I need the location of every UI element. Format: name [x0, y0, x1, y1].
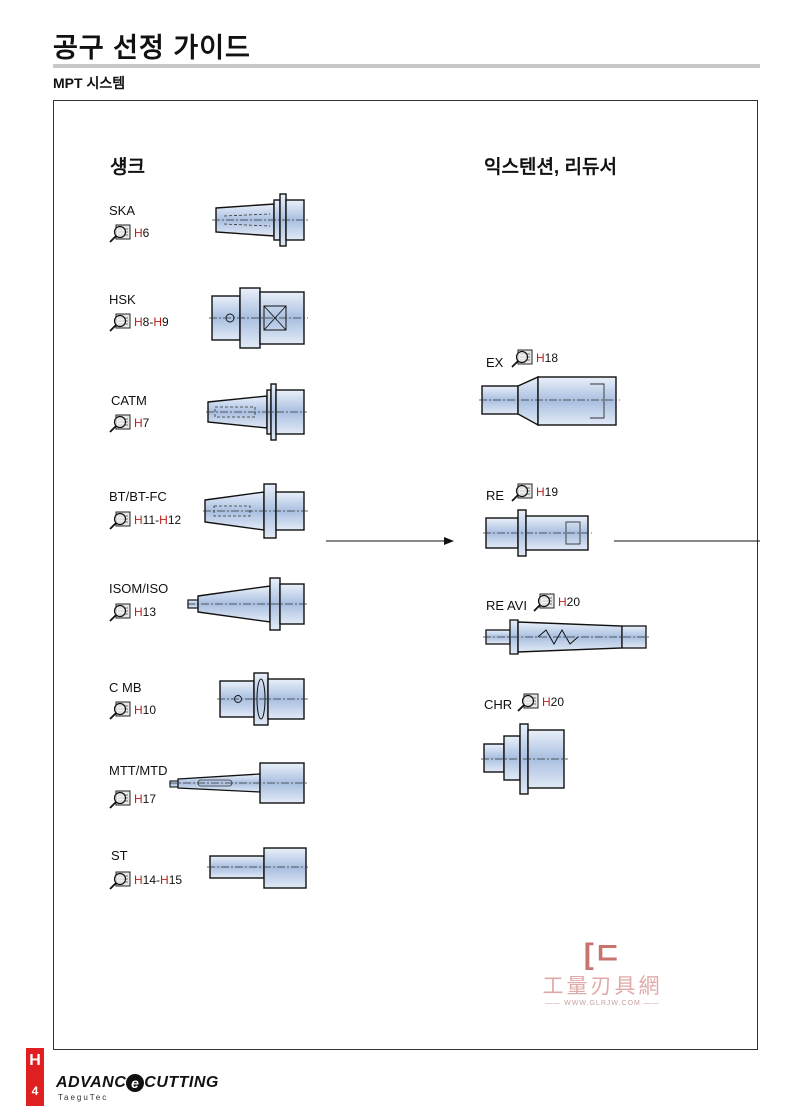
extension-label: EX — [486, 355, 504, 370]
content-frame — [53, 100, 758, 1050]
watermark: [ㄷ 工量刃具網 —— WWW.GLRJW.COM —— — [530, 938, 675, 1008]
magnifier-book-icon — [532, 592, 558, 612]
shank-label: BT/BT-FC — [109, 489, 167, 504]
magnifier-book-icon — [108, 510, 134, 530]
magnifier-book-icon — [108, 312, 134, 332]
page-reference[interactable]: H14-H15 — [108, 870, 182, 890]
ex-extension-drawing — [479, 375, 620, 427]
watermark-url: —— WWW.GLRJW.COM —— — [545, 1000, 660, 1007]
magnifier-book-icon — [108, 870, 134, 890]
hsk-shank-drawing — [209, 287, 308, 349]
section-tab-letter: H — [29, 1052, 41, 1069]
re-extension-drawing — [483, 509, 592, 557]
bt-shank-drawing — [203, 483, 308, 539]
iso-shank-drawing — [187, 577, 308, 631]
page-reference[interactable]: H13 — [108, 602, 156, 622]
magnifier-book-icon — [510, 348, 536, 368]
page-title: 공구 선정 가이드 — [53, 33, 251, 63]
section-title-extensions: 익스텐션, 리듀서 — [484, 157, 617, 178]
page-reference[interactable]: H17 — [108, 789, 156, 809]
page-reference[interactable]: H8-H9 — [108, 312, 169, 332]
magnifier-book-icon — [108, 789, 134, 809]
st-shank-drawing — [207, 847, 308, 889]
title-rule — [53, 64, 760, 68]
catm-shank-drawing — [206, 383, 307, 441]
section-title-shanks: 섕크 — [110, 157, 145, 178]
watermark-logo: [ㄷ — [583, 938, 622, 971]
page-reference[interactable]: H6 — [108, 223, 149, 243]
magnifier-book-icon — [108, 413, 134, 433]
shank-label: MTT/MTD — [109, 763, 168, 778]
page-reference[interactable]: H20 — [516, 692, 564, 712]
cmb-shank-drawing — [217, 672, 308, 726]
shank-label: ISOM/ISO — [109, 581, 169, 596]
extension-label: CHR — [484, 697, 513, 712]
magnifier-book-icon — [108, 223, 134, 243]
magnifier-book-icon — [108, 700, 134, 720]
magnifier-book-icon — [510, 482, 536, 502]
watermark-text: 工量刃具網 — [542, 975, 663, 998]
page-reference[interactable]: H18 — [510, 348, 558, 368]
shank-label: C MB — [109, 680, 142, 695]
extension-label: RE — [486, 488, 505, 503]
magnifier-book-icon — [516, 692, 542, 712]
shank-label: HSK — [109, 292, 136, 307]
arrow-right-icon — [326, 537, 454, 545]
shank-label: CATM — [111, 393, 147, 408]
magnifier-book-icon — [108, 602, 134, 622]
page-reference[interactable]: H10 — [108, 700, 156, 720]
page-reference[interactable]: H19 — [510, 482, 558, 502]
page-reference[interactable]: H20 — [532, 592, 580, 612]
connector-line — [614, 540, 760, 542]
page-reference[interactable]: H11-H12 — [108, 510, 181, 530]
extension-label: RE AVI — [486, 598, 527, 613]
section-tab: H 4 — [26, 1048, 44, 1106]
brand-subtitle: TaeguTec — [58, 1093, 109, 1102]
mtt-shank-drawing — [169, 762, 308, 804]
ska-shank-drawing — [212, 193, 308, 247]
page-number: 4 — [31, 1084, 39, 1098]
page-subtitle: MPT 시스템 — [53, 75, 126, 91]
re-avi-extension-drawing — [483, 619, 650, 655]
page-reference[interactable]: H7 — [108, 413, 149, 433]
chr-extension-drawing — [481, 723, 568, 795]
shank-label: ST — [111, 848, 128, 863]
shank-label: SKA — [109, 203, 136, 218]
